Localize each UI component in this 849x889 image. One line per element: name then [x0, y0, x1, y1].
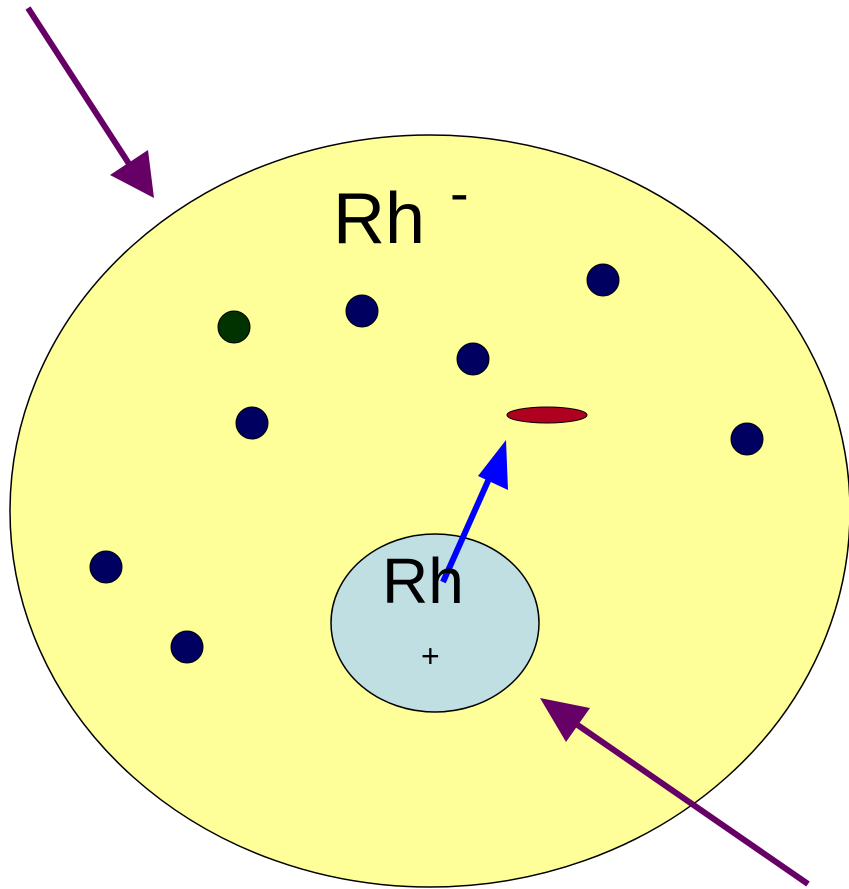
blue-particle [586, 263, 620, 297]
blue-arrow-up [440, 440, 508, 584]
blue-particle [170, 630, 204, 664]
inner-rh-label: Rh [382, 545, 464, 617]
purple-arrow-top-left [25, 6, 154, 198]
blue-particle [235, 406, 269, 440]
cell-body [9, 134, 849, 888]
green-particle [217, 310, 251, 344]
nucleus [330, 533, 540, 713]
blue-particle [345, 294, 379, 328]
blue-particle [456, 342, 490, 376]
red-elongated-particle [506, 406, 588, 424]
inner-plus-sign: + [421, 638, 440, 674]
outer-rh-label: Rh [333, 179, 425, 259]
purple-arrow-bottom-right [540, 698, 810, 887]
particles-group [89, 263, 764, 664]
blue-particle [89, 550, 123, 584]
outer-rh-superscript: - [450, 161, 469, 224]
blue-particle [730, 422, 764, 456]
